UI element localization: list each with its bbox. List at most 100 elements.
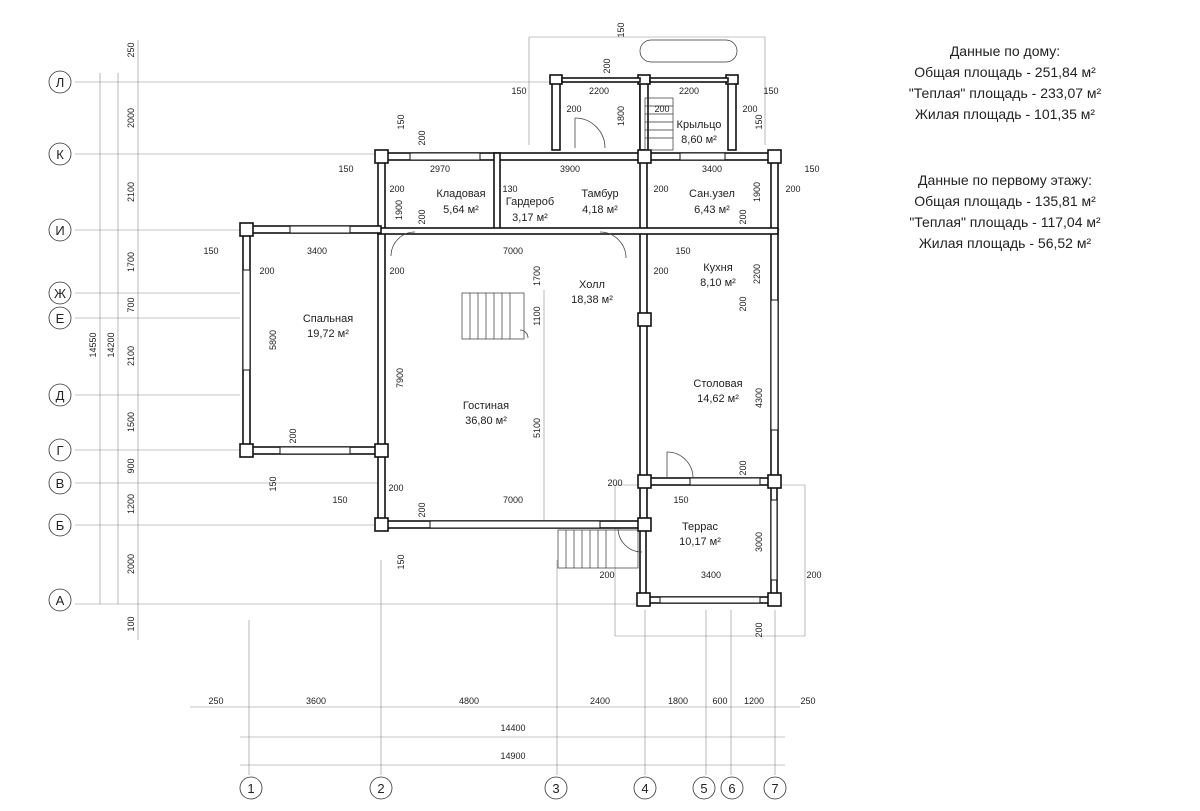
stairs — [461, 39, 738, 569]
axis-row-zh: Ж — [48, 281, 72, 305]
svg-text:200: 200 — [566, 104, 581, 114]
windows — [242, 152, 779, 604]
svg-text:2000: 2000 — [126, 554, 136, 574]
svg-text:10,17 м²: 10,17 м² — [679, 536, 721, 548]
axis-col-1: 1 — [239, 776, 263, 800]
svg-text:8,10 м²: 8,10 м² — [700, 277, 736, 289]
svg-text:150: 150 — [675, 246, 690, 256]
svg-text:Гостиная: Гостиная — [463, 400, 509, 412]
svg-text:200: 200 — [607, 478, 622, 488]
dims-misc: 150 2200 2200 150 150 200 200 1800 200 2… — [203, 22, 821, 637]
svg-text:150: 150 — [203, 246, 218, 256]
svg-text:4300: 4300 — [754, 388, 764, 408]
svg-text:2100: 2100 — [126, 346, 136, 366]
floor-info: Данные по первому этажу: Общая площадь -… — [909, 172, 1101, 251]
svg-text:130: 130 — [502, 184, 517, 194]
svg-text:Б: Б — [56, 518, 65, 533]
axis-row-i: И — [48, 218, 72, 242]
svg-text:2100: 2100 — [126, 182, 136, 202]
floor-info-title: Данные по первому этажу: — [918, 172, 1092, 188]
svg-text:Г: Г — [56, 443, 63, 458]
svg-text:200: 200 — [738, 209, 748, 224]
svg-text:3400: 3400 — [701, 570, 721, 580]
svg-text:1500: 1500 — [126, 412, 136, 432]
svg-text:2200: 2200 — [752, 264, 762, 284]
axis-row-b: Б — [48, 513, 72, 537]
svg-text:150: 150 — [804, 164, 819, 174]
svg-text:200: 200 — [653, 266, 668, 276]
svg-text:200: 200 — [288, 428, 298, 443]
svg-text:7000: 7000 — [503, 246, 523, 256]
svg-text:Крыльцо: Крыльцо — [677, 119, 722, 131]
svg-text:4800: 4800 — [459, 696, 479, 706]
axis-row-v: В — [48, 471, 72, 495]
svg-text:4: 4 — [641, 781, 648, 796]
axis-row-l: Л — [48, 70, 72, 94]
house-info: Данные по дому: Общая площадь - 251,84 м… — [909, 43, 1102, 122]
svg-text:150: 150 — [763, 86, 778, 96]
svg-text:Столовая: Столовая — [693, 378, 742, 390]
svg-text:200: 200 — [653, 184, 668, 194]
house-info-living: Жилая площадь - 101,35 м² — [915, 106, 1095, 122]
svg-text:3400: 3400 — [702, 164, 722, 174]
svg-text:1900: 1900 — [394, 200, 404, 220]
svg-text:3: 3 — [552, 781, 559, 796]
svg-text:200: 200 — [389, 266, 404, 276]
svg-text:150: 150 — [511, 86, 526, 96]
svg-text:Сан.узел: Сан.узел — [689, 188, 735, 200]
svg-text:8,60 м²: 8,60 м² — [681, 134, 717, 146]
svg-text:200: 200 — [602, 58, 612, 73]
axis-row-g: Г — [48, 438, 72, 462]
svg-text:150: 150 — [338, 164, 353, 174]
svg-text:600: 600 — [712, 696, 727, 706]
svg-text:200: 200 — [599, 570, 614, 580]
svg-text:200: 200 — [417, 502, 427, 517]
svg-text:2: 2 — [377, 781, 384, 796]
room-sanuzel: Сан.узел 6,43 м² — [689, 188, 735, 216]
svg-text:14550: 14550 — [88, 332, 98, 357]
svg-text:6,43 м²: 6,43 м² — [694, 204, 730, 216]
svg-text:14,62 м²: 14,62 м² — [697, 393, 739, 405]
row-axes: Л К И Ж Е Д Г В Б А — [48, 70, 72, 612]
svg-text:2400: 2400 — [590, 696, 610, 706]
axis-col-4: 4 — [633, 776, 657, 800]
svg-text:200: 200 — [806, 570, 821, 580]
floor-info-total: Общая площадь - 135,81 м² — [914, 193, 1096, 209]
svg-text:А: А — [56, 593, 65, 608]
axis-row-d: Д — [48, 383, 72, 407]
axis-col-5: 5 — [692, 776, 716, 800]
svg-text:150: 150 — [268, 476, 278, 491]
svg-text:3000: 3000 — [754, 532, 764, 552]
svg-text:Л: Л — [56, 75, 65, 90]
svg-text:150: 150 — [332, 495, 347, 505]
house-info-warm: "Теплая" площадь - 233,07 м² — [909, 85, 1102, 101]
svg-text:200: 200 — [388, 483, 403, 493]
dims-left: 250 2000 2100 1700 700 2100 1500 900 120… — [88, 42, 136, 631]
svg-text:И: И — [55, 223, 64, 238]
svg-text:200: 200 — [738, 296, 748, 311]
axis-col-6: 6 — [720, 776, 744, 800]
svg-text:250: 250 — [208, 696, 223, 706]
svg-text:200: 200 — [785, 184, 800, 194]
svg-text:Кухня: Кухня — [703, 262, 732, 274]
svg-text:3900: 3900 — [560, 164, 580, 174]
svg-text:1: 1 — [247, 781, 254, 796]
svg-text:6: 6 — [728, 781, 735, 796]
svg-text:2970: 2970 — [430, 164, 450, 174]
svg-text:Д: Д — [56, 388, 65, 403]
house-info-total: Общая площадь - 251,84 м² — [914, 64, 1096, 80]
svg-text:19,72 м²: 19,72 м² — [307, 328, 349, 340]
svg-text:1200: 1200 — [126, 494, 136, 514]
svg-text:1900: 1900 — [752, 182, 762, 202]
svg-text:Е: Е — [56, 311, 65, 326]
svg-text:200: 200 — [417, 209, 427, 224]
svg-text:7: 7 — [771, 781, 778, 796]
svg-text:1700: 1700 — [126, 252, 136, 272]
svg-text:2200: 2200 — [589, 86, 609, 96]
svg-text:200: 200 — [742, 104, 757, 114]
doors — [390, 117, 694, 553]
